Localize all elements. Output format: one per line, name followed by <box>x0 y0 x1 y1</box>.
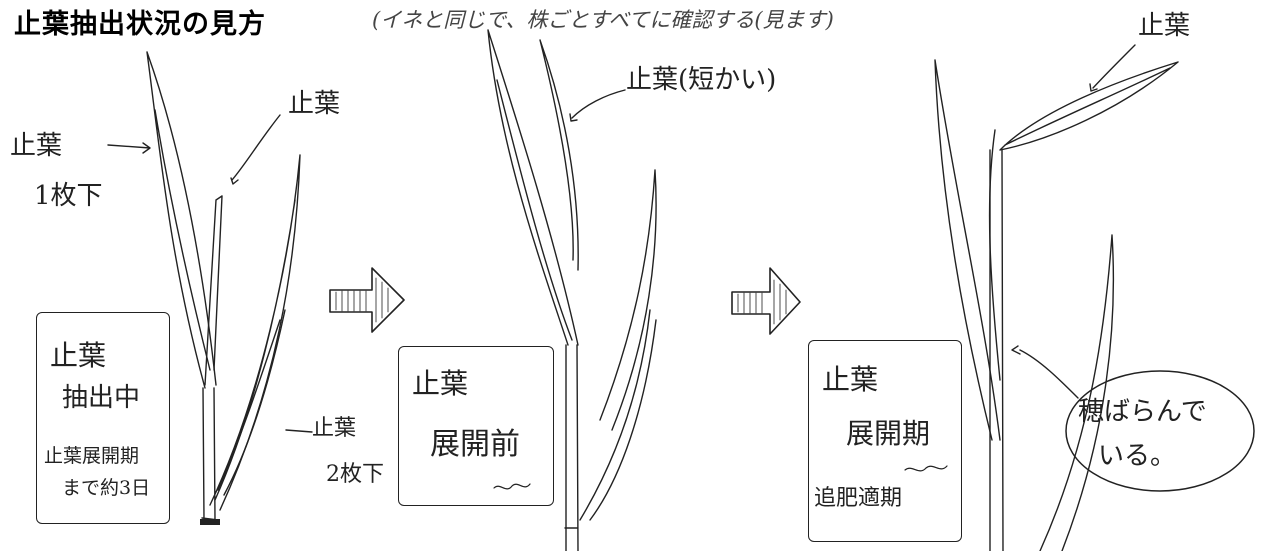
stage1-box-line3: 止葉展開期 <box>44 445 140 467</box>
stage3-plant <box>934 44 1255 551</box>
stage1-stem-base <box>200 519 220 525</box>
stage2-box-line2: 展開前 <box>430 427 520 462</box>
stage1-box-line4: まで約3日 <box>62 477 151 499</box>
stage1-arrow-leaf-below1 <box>107 142 151 154</box>
stage1-label-leaf-below2-b: 2枚下 <box>326 462 384 487</box>
stage3-leaf-right <box>1039 234 1115 551</box>
stage3-box-line3: 追肥適期 <box>814 486 903 511</box>
title-note: (イネと同じで、株ごとすべてに確認する(見ます) <box>372 8 834 32</box>
stage1-box-line2: 抽出中 <box>62 383 141 413</box>
stage1-lower-leaf <box>217 309 286 496</box>
arrow-stage2-to-3 <box>731 267 801 335</box>
stage2-plant <box>487 29 657 551</box>
stage1-leaf-below1 <box>146 51 217 389</box>
stage1-leaf-below2 <box>209 154 301 511</box>
stage2-label-flag-leaf: 止葉(短かい) <box>626 65 777 95</box>
stage2-underline <box>493 483 531 490</box>
stage3-speech-bubble <box>1065 370 1255 492</box>
stage3-leaf-tall <box>934 59 1001 441</box>
stage1-arrow-flag-leaf <box>230 114 281 185</box>
stage2-leaf-side <box>599 169 657 431</box>
stage1-box-line1: 止葉 <box>50 339 107 372</box>
arrow-stage1-to-2 <box>329 267 405 333</box>
stage2-flag-leaf <box>539 39 579 271</box>
stage1-flag-leaf <box>204 195 223 386</box>
stage1-label-leaf-below1-b: 1枚下 <box>34 181 103 211</box>
stage3-leaf-mid <box>988 129 1001 381</box>
stage3-arrow-flag-leaf <box>1089 44 1136 92</box>
stage1-arrow-leaf-below2 <box>285 429 313 433</box>
stage1-plant <box>107 51 313 525</box>
stage2-arrow-flag-leaf <box>569 89 626 122</box>
stage3-box-line2: 展開期 <box>846 417 931 450</box>
stage1-label-leaf-below2-a: 止葉 <box>312 416 357 441</box>
page-title: 止葉抽出状況の見方 <box>14 9 266 40</box>
stage3-bubble-line1: 穂ばらんで <box>1078 397 1207 427</box>
stage2-leaf-lower <box>579 309 657 521</box>
stage3-underline <box>904 465 948 472</box>
stage2-box-line1: 止葉 <box>412 367 469 400</box>
stage3-label-flag-leaf: 止葉 <box>1138 11 1191 41</box>
stage3-arrow-head-pointer <box>1011 345 1079 399</box>
stage3-status-box <box>808 340 962 542</box>
stage3-bubble-line2: いる。 <box>1098 441 1177 471</box>
stage3-box-line1: 止葉 <box>822 363 879 396</box>
stage2-stem <box>564 344 579 551</box>
stage2-status-box <box>398 346 554 506</box>
stage1-label-flag-leaf: 止葉 <box>288 89 341 119</box>
stage3-flag-leaf <box>999 61 1179 151</box>
stage2-leaf-upper <box>487 29 579 346</box>
stage1-status-box <box>36 312 170 524</box>
stage1-label-leaf-below1-a: 止葉 <box>10 131 63 161</box>
